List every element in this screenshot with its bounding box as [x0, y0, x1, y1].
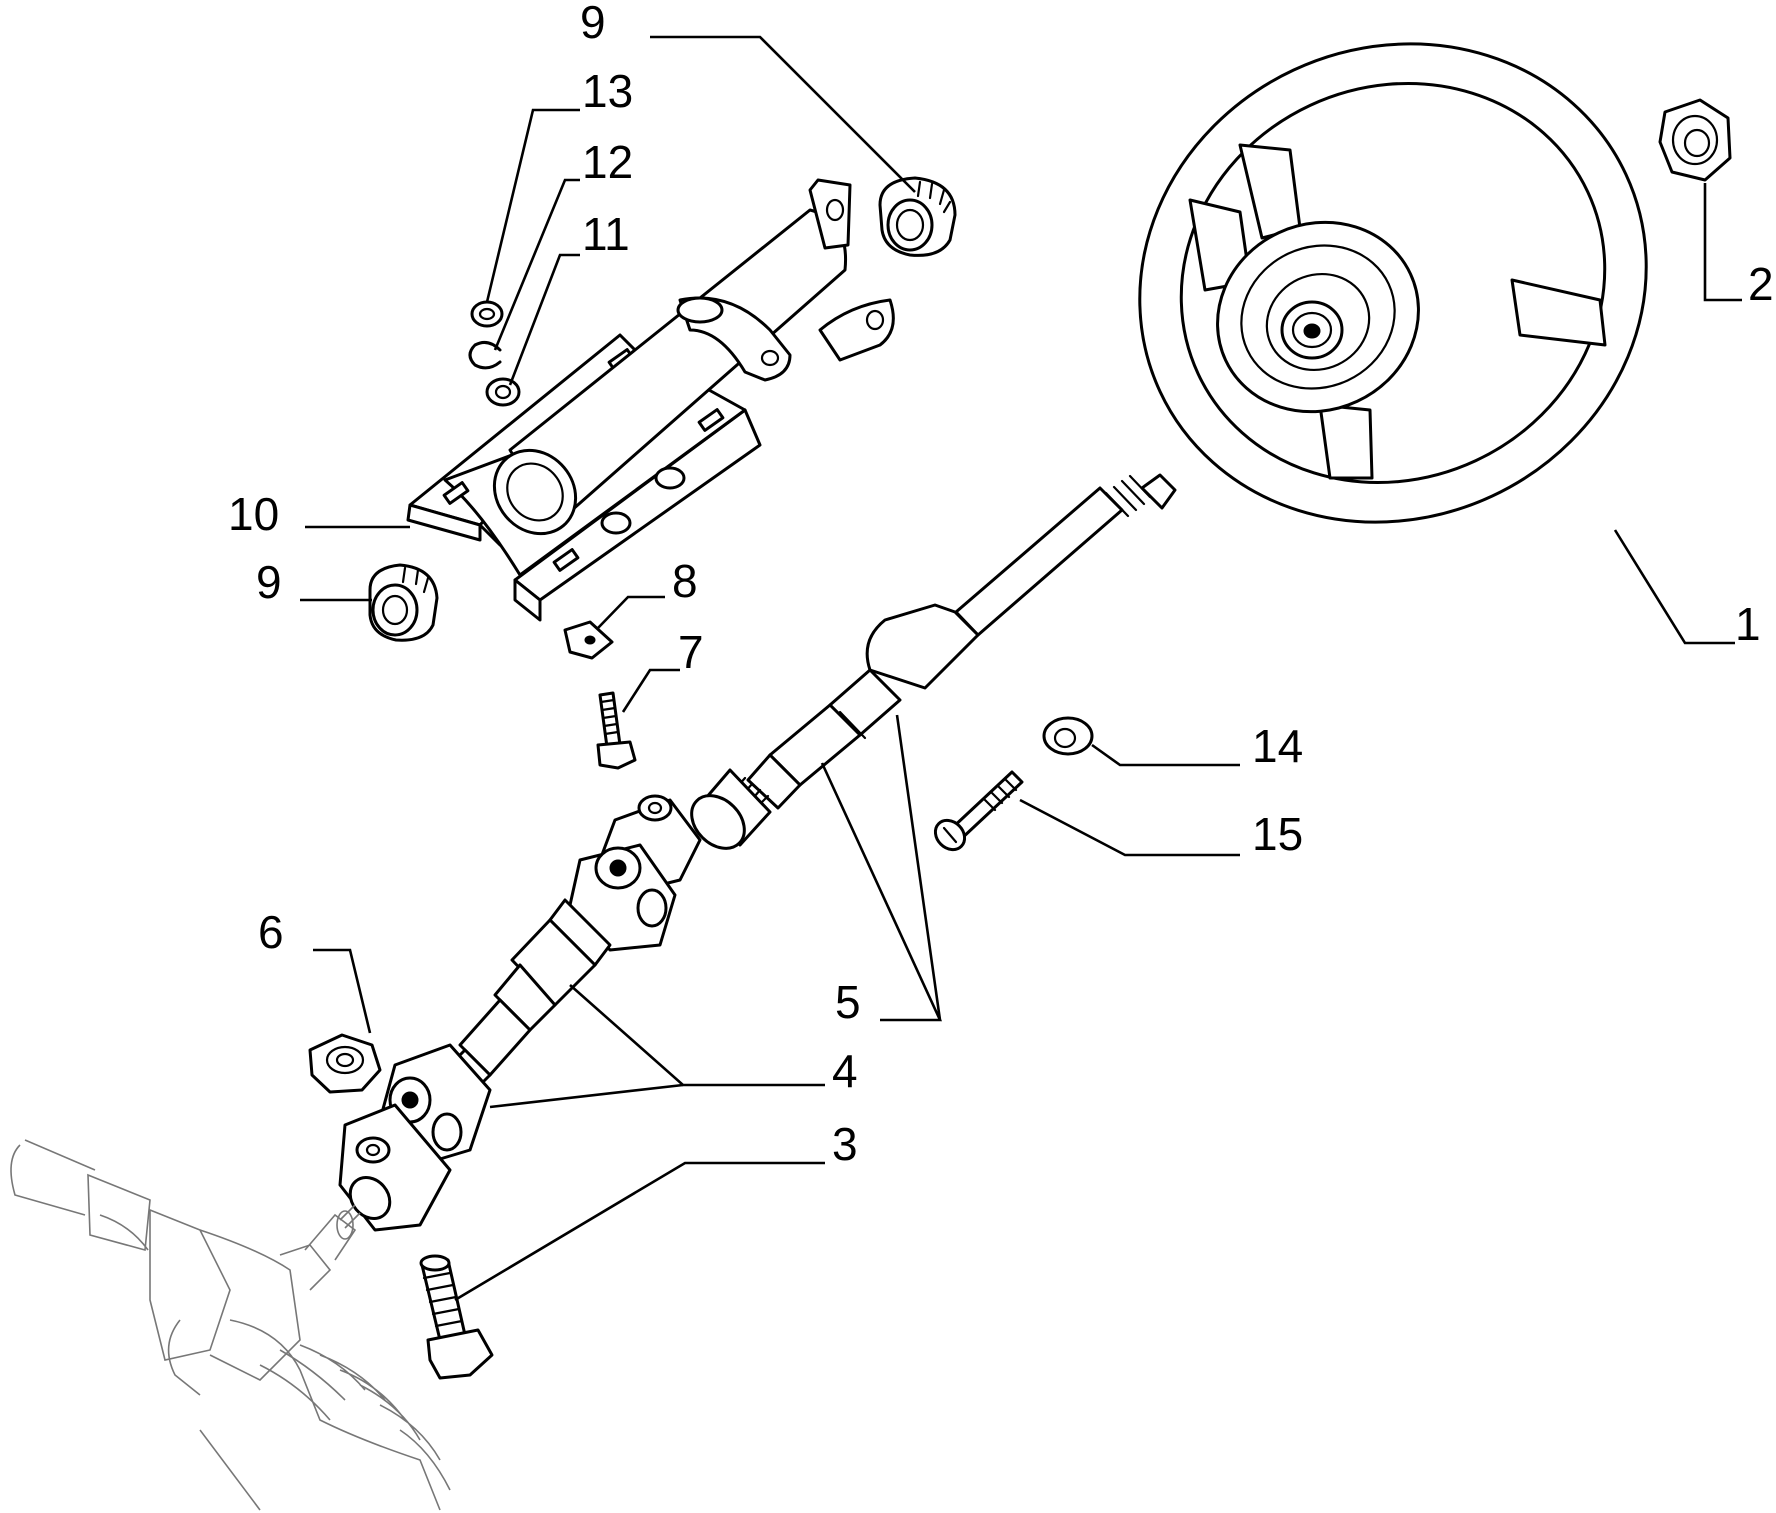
washer-11: [485, 377, 521, 407]
label-part-9-top: 9: [580, 0, 606, 48]
upper-universal-joint: [493, 794, 702, 1032]
bushing-top: [878, 176, 957, 257]
bolt-3: [419, 1254, 494, 1380]
label-part-1: 1: [1735, 598, 1761, 650]
bolt-15: [933, 770, 1024, 852]
label-part-14: 14: [1252, 720, 1303, 772]
nut-13: [470, 300, 504, 328]
leader-lines: [300, 35, 1742, 1302]
label-part-6: 6: [258, 906, 284, 958]
label-part-5: 5: [835, 976, 861, 1028]
label-part-7: 7: [678, 626, 704, 678]
lock-washer-12: [468, 340, 502, 370]
washer-14: [1042, 716, 1094, 756]
label-part-12: 12: [582, 136, 633, 188]
part-labels: 1 2 3 4 5 6 7 8 9 9 10 11 12 13 14 15: [228, 0, 1774, 1170]
lower-steering-shaft: [338, 998, 532, 1232]
steering-wheel: [1138, 42, 1648, 524]
bushing-left: [368, 563, 439, 642]
upper-steering-shaft: [690, 473, 1177, 850]
label-part-10: 10: [228, 488, 279, 540]
hex-nut-6: [308, 1033, 382, 1094]
label-part-9-left: 9: [256, 556, 282, 608]
steering-rack-ghost: [10, 1139, 451, 1511]
label-part-15: 15: [1252, 808, 1303, 860]
label-part-13: 13: [582, 65, 633, 117]
column-support-bracket: [406, 178, 895, 622]
label-part-4: 4: [832, 1045, 858, 1097]
label-part-11: 11: [582, 208, 630, 260]
label-part-3: 3: [832, 1118, 858, 1170]
bolt-7: [596, 691, 637, 770]
clip-nut: [563, 620, 614, 660]
label-part-2: 2: [1748, 258, 1774, 310]
hex-nut-top-right: [1658, 98, 1732, 182]
label-part-8: 8: [672, 555, 698, 607]
